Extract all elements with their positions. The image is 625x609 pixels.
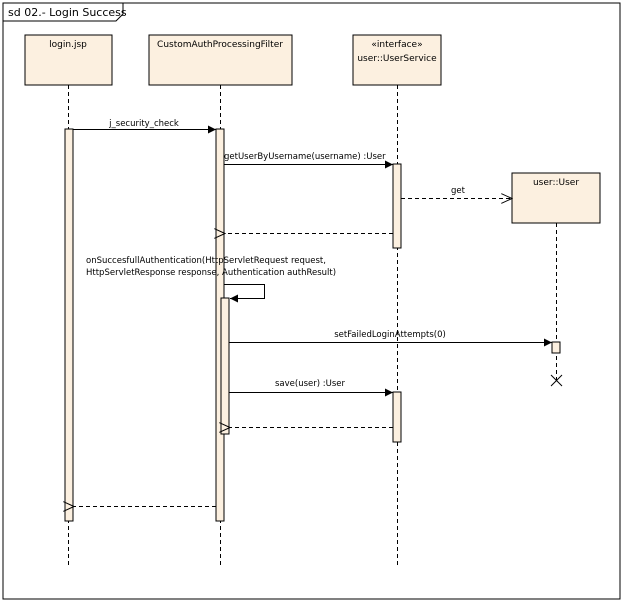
lifeline-label-filter: CustomAuthProcessingFilter bbox=[157, 40, 283, 50]
message-label-on-successful-authentication-line1: onSuccesfullAuthentication(HttpServletRe… bbox=[86, 256, 326, 266]
message-arrow-self-call bbox=[224, 284, 265, 303]
lifeline-head-filter bbox=[148, 34, 293, 86]
activation-login bbox=[64, 128, 74, 522]
lifeline-label-login: login.jsp bbox=[49, 40, 87, 50]
lifeline-head-user bbox=[511, 172, 601, 224]
message-label-get-user-by-username: getUserByUsername(username) :User bbox=[224, 152, 386, 162]
message-label-set-failed-login-attempts: setFailedLoginAttempts(0) bbox=[334, 330, 446, 340]
lifeline-label-user: user::User bbox=[533, 178, 579, 188]
activation-service-1 bbox=[392, 163, 402, 249]
frame-border bbox=[2, 2, 621, 600]
frame-title-tab bbox=[3, 3, 124, 22]
frame-title: sd 02.- Login Success bbox=[8, 6, 127, 19]
destroy-mark-user bbox=[550, 374, 563, 387]
message-label-save-user: save(user) :User bbox=[275, 379, 346, 389]
message-label-get: get bbox=[451, 186, 466, 196]
lifeline-label-service: user::UserService bbox=[357, 54, 437, 64]
activation-user bbox=[551, 341, 561, 354]
message-label-j-security-check: j_security_check bbox=[108, 119, 179, 129]
message-label-on-successful-authentication-line2: HttpServletResponse response, Authentica… bbox=[86, 268, 336, 278]
activation-service-2 bbox=[392, 391, 402, 443]
activation-filter-nested bbox=[220, 297, 230, 435]
lifeline-stereotype-service: «interface» bbox=[371, 40, 422, 50]
